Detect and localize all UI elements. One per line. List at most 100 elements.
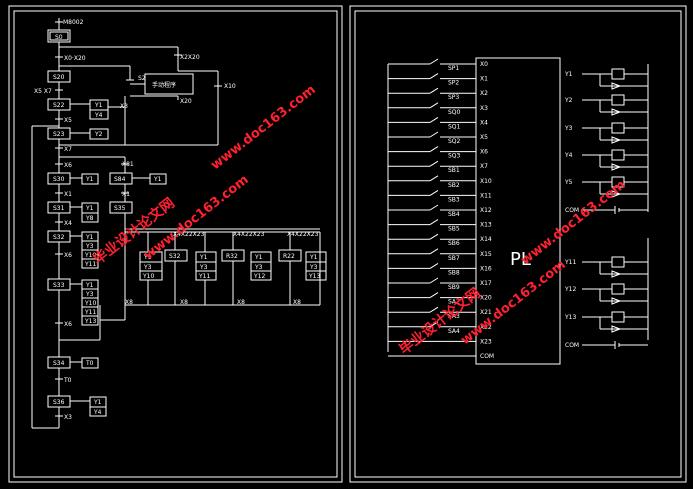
input-contact-3 [429, 102, 439, 109]
output-coil-0 [611, 68, 625, 80]
left-panel-frame [8, 5, 343, 483]
input-contact-0 [429, 58, 439, 65]
step-s22-label: S22 [53, 102, 65, 109]
trans-x6-b: X6 [64, 252, 72, 259]
step-s20 [47, 70, 71, 83]
s32-output-y10: Y10 [84, 252, 96, 259]
plc-input-x15: X15 [480, 251, 492, 258]
plc-input-com: COM [480, 353, 494, 360]
input-device-sp3: SP3 [448, 94, 459, 101]
input-contact-4 [429, 116, 439, 123]
branch-r2-y13: Y13 [308, 273, 320, 280]
trans-x5: X5 [64, 117, 72, 124]
plc-input-x7: X7 [480, 163, 488, 170]
output-diode-3 [611, 163, 622, 171]
step-s31-label: S31 [53, 205, 65, 212]
plc-body [475, 57, 561, 365]
left-panel-inner-frame [13, 10, 338, 478]
s22-output-y4: Y4 [94, 112, 103, 119]
input-device-sq2: SQ2 [448, 138, 461, 145]
step-s33-label: S33 [53, 282, 65, 289]
branch-s2-y1: Y1 [143, 254, 152, 261]
output-diode-2 [611, 136, 622, 144]
plc-center-label: PL [510, 249, 531, 270]
trans-x2x20: X2X20 [180, 54, 200, 61]
plc-input-x1: X1 [480, 76, 488, 83]
right-panel-frame [349, 5, 687, 483]
trans-x6: X6 [64, 162, 72, 169]
output-diode-8 [611, 325, 622, 333]
s23-output-y2: Y2 [94, 131, 103, 138]
manual-program-box [144, 73, 194, 95]
plc-output-y13-8: Y13 [564, 314, 576, 321]
input-contact-2 [429, 87, 439, 94]
s33-output-y1: Y1 [85, 282, 94, 289]
input-device-sb9: SB9 [448, 284, 460, 291]
plc-input-x13: X13 [480, 222, 492, 229]
trans-s20-label: S20 [138, 75, 150, 82]
manual-program-label: 手动程序 [152, 81, 176, 89]
right-panel-inner-frame [354, 10, 682, 478]
step-s34-label: S34 [53, 360, 65, 367]
s22-output-y1: Y1 [94, 102, 103, 109]
input-contact-7 [429, 160, 439, 167]
plc-output-y2-1: Y2 [564, 97, 573, 104]
s31-output-y1: Y1 [85, 205, 94, 212]
output-coil-3 [611, 149, 625, 161]
step-s35-label: S35 [114, 205, 126, 212]
watermark-line2-b: www.doc163.com [208, 82, 318, 173]
branch-r-y1: Y1 [254, 254, 263, 261]
trans-x4x22x23-c: X4X22X23 [287, 231, 319, 238]
input-contact-12 [429, 233, 439, 240]
trans-x6-c: X6 [64, 321, 72, 328]
s33-output-y11: Y11 [84, 309, 96, 316]
s33-output-y13: Y13 [84, 318, 96, 325]
branch-y1: Y1 [199, 254, 208, 261]
input-contact-5 [429, 131, 439, 138]
watermark-line1-b: 毕业设计论文网 [396, 284, 484, 358]
branch-r22-label: R22 [283, 253, 295, 260]
output-diode-1 [611, 108, 622, 116]
input-contact-14 [429, 262, 439, 269]
s32-output-y1: Y1 [85, 234, 94, 241]
trans-x8-d: X8 [293, 299, 301, 306]
plc-input-x16: X16 [480, 265, 492, 272]
s33-output-y10: Y10 [84, 300, 96, 307]
trans-x1: X1 [64, 191, 72, 198]
input-contact-11 [429, 219, 439, 226]
output-coil-7 [611, 283, 625, 295]
init-signal-label: M8002 [63, 19, 84, 26]
output-coil-6 [611, 256, 625, 268]
plc-input-x17: X17 [480, 280, 492, 287]
plc-input-x6: X6 [480, 149, 488, 156]
plc-output-y1-0: Y1 [564, 71, 573, 78]
branch-r-y3: Y3 [254, 264, 263, 271]
branch-y3: Y3 [199, 264, 208, 271]
input-device-sa2: SA2 [448, 299, 460, 306]
output-coil-2 [611, 122, 625, 134]
branch-s32-label: S32 [169, 253, 181, 260]
step-s84-label: S84 [114, 176, 126, 183]
step-s0-label: S0 [55, 34, 63, 41]
plc-output-com-9: COM [565, 342, 579, 349]
trans-x8-b: X8 [180, 299, 188, 306]
plc-output-com-5: COM [565, 207, 579, 214]
input-device-sa3: SA3 [448, 313, 460, 320]
trans-x4x22x23-a: X4X22X23 [173, 231, 205, 238]
branch-r-y12: Y12 [253, 273, 265, 280]
input-device-sq0: SQ0 [448, 109, 461, 116]
trans-x7: X7 [64, 146, 72, 153]
trans-x8-a: X8 [125, 299, 133, 306]
plc-input-x14: X14 [480, 236, 492, 243]
input-contact-15 [429, 277, 439, 284]
input-device-sa4: SA4 [448, 328, 460, 335]
sfc-diagram: M8002 S0 X0·X20 X2X20 S20 S20 手动程序 X20 X… [31, 18, 327, 429]
trans-x20: X20 [180, 98, 192, 105]
watermark-line2-d: www.doc163.com [518, 177, 628, 268]
input-device-sp2: SP2 [448, 80, 459, 87]
input-contact-8 [429, 175, 439, 182]
trans-x0x20: X0·X20 [64, 55, 86, 62]
branch-y11: Y11 [198, 273, 210, 280]
s36-output-y4: Y4 [93, 409, 102, 416]
